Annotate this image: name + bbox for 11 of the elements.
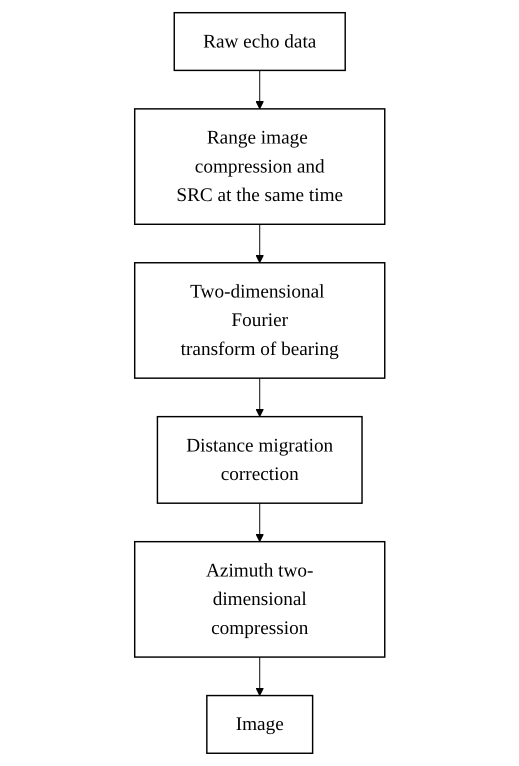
- node-box: Distance migration correction: [156, 416, 363, 504]
- node-box: Image: [206, 694, 314, 754]
- arrow: [255, 378, 264, 418]
- node-box: Two-dimensional Fourier transform of bearing: [134, 262, 386, 379]
- node-box: Raw echo data: [173, 12, 346, 72]
- arrow: [255, 656, 264, 696]
- arrow: [255, 502, 264, 542]
- arrow: [255, 224, 264, 264]
- arrow: [255, 70, 264, 110]
- node-box: Azimuth two-dimensional compression: [134, 540, 386, 658]
- node-box: Range image compression and SRC at the same time: [134, 108, 386, 226]
